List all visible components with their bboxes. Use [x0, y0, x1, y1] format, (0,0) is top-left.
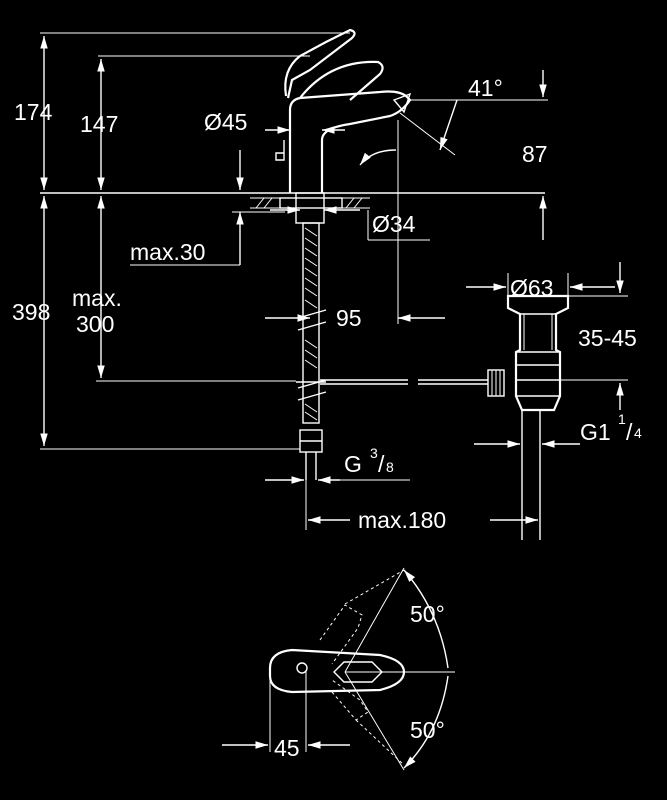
waste-fitting [320, 294, 570, 540]
label-d45: Ø45 [204, 109, 247, 135]
flex-hose [302, 222, 320, 424]
label-50-bottom: 50° [410, 717, 445, 743]
aerator [392, 92, 412, 114]
label-41-degrees: 41° [468, 75, 503, 101]
mount-washer [279, 197, 343, 209]
label-50-top: 50° [410, 601, 445, 627]
label-g38-den: 8 [386, 459, 394, 475]
svg-text:/: / [378, 451, 385, 477]
label-max30: max.30 [130, 239, 205, 265]
top-lever [268, 648, 406, 694]
label-d34: Ø34 [372, 211, 416, 237]
label-35-45: 35-45 [578, 325, 637, 351]
label-147: 147 [80, 111, 118, 137]
faucet-top-view [222, 567, 455, 771]
label-g1: G1 [580, 419, 611, 445]
label-300: 300 [76, 311, 114, 337]
label-d63: Ø63 [510, 275, 553, 301]
faucet-side-view [40, 28, 545, 480]
label-g1-num: 1 [618, 411, 626, 427]
label-max180: max.180 [358, 507, 446, 533]
lever-grip [299, 60, 384, 101]
dimension-labels: 174 147 Ø45 41° 87 Ø34 max.30 398 max. 3… [12, 75, 642, 761]
label-174: 174 [14, 99, 53, 125]
label-398: 398 [12, 299, 50, 325]
popup-rod [275, 140, 285, 161]
dimension-lines [40, 32, 628, 530]
label-max: max. [72, 285, 122, 311]
label-g38-num: 3 [370, 445, 378, 461]
svg-text:/: / [626, 419, 633, 445]
waste-body [506, 294, 570, 412]
label-45-top: 45 [274, 735, 300, 761]
label-87: 87 [522, 141, 548, 167]
label-g38: G [344, 451, 362, 477]
faucet-lever [284, 28, 356, 99]
faucet-body [288, 90, 412, 193]
label-95: 95 [336, 305, 362, 331]
label-g1-den: 4 [634, 425, 642, 441]
